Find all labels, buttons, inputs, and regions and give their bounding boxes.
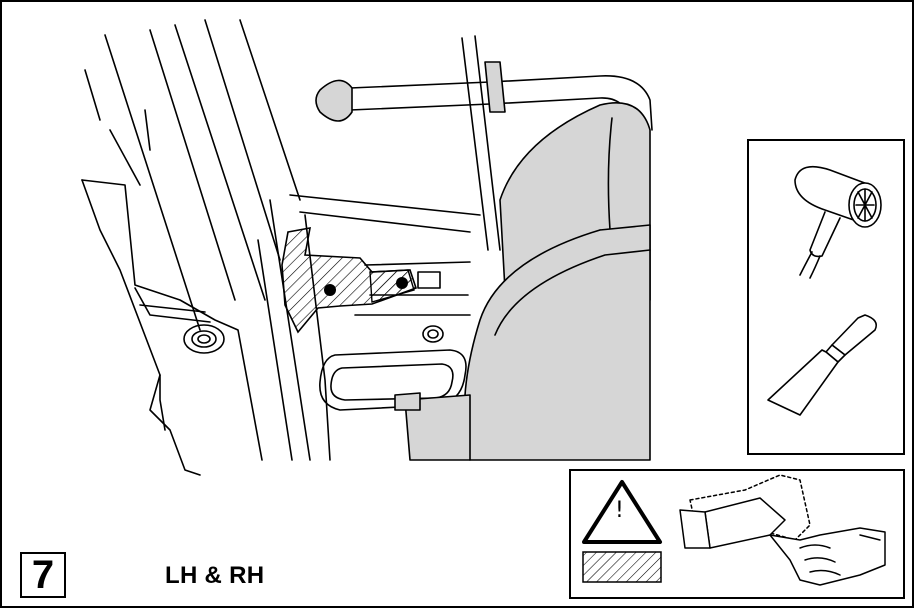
main-illustration bbox=[81, 19, 653, 476]
tape-dot-right bbox=[396, 277, 408, 289]
seat-cushion bbox=[463, 224, 651, 461]
handle-bar bbox=[349, 75, 653, 131]
hair-dryer-icon bbox=[794, 165, 882, 279]
tools-panel bbox=[747, 139, 905, 455]
warning-symbol: ! bbox=[615, 498, 624, 523]
tape-swatch-hatched bbox=[582, 551, 662, 583]
step-number: 7 bbox=[20, 552, 66, 598]
caution-panel bbox=[569, 469, 905, 599]
grommet bbox=[183, 324, 225, 354]
clip-square bbox=[417, 271, 441, 289]
warning-triangle-icon bbox=[582, 480, 662, 544]
scraper-icon bbox=[767, 314, 878, 416]
seat-back bbox=[499, 101, 651, 301]
hand-scraper-icon bbox=[679, 474, 886, 586]
side-label: LH & RH bbox=[165, 562, 265, 589]
tape-dot-left bbox=[324, 284, 336, 296]
